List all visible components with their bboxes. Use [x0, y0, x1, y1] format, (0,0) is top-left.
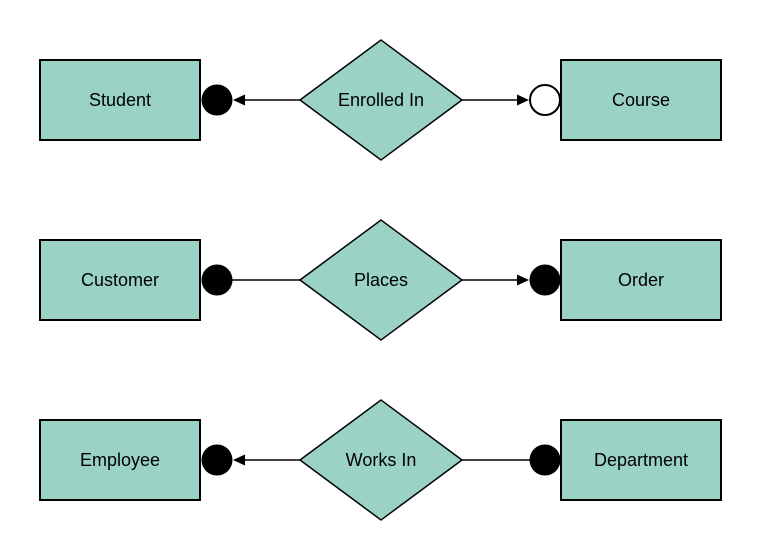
entity-box-employee[interactable]: [39, 419, 201, 501]
connector-left-enrolled-in[interactable]: [201, 84, 301, 116]
arrowhead-left-icon: [233, 454, 245, 466]
entity-label-student: Student: [89, 90, 151, 110]
entity-box-department[interactable]: [560, 419, 722, 501]
er-row-enrolled-in: Student Enrolled In Course: [39, 39, 722, 161]
entity-box-customer[interactable]: [39, 239, 201, 321]
entity-label-customer: Customer: [81, 270, 159, 290]
entity-label-department: Department: [594, 450, 688, 470]
relationship-label-places: Places: [354, 270, 408, 290]
connector-left-places[interactable]: [201, 264, 301, 296]
arrowhead-right-icon: [517, 94, 529, 106]
er-row-works-in: Employee Works In Department: [39, 399, 722, 521]
filled-circle-terminal-icon: [201, 84, 233, 116]
entity-label-course: Course: [612, 90, 670, 110]
connector-left-works-in[interactable]: [201, 444, 301, 476]
connector-right-works-in[interactable]: [462, 444, 561, 476]
entity-box-order[interactable]: [560, 239, 722, 321]
filled-circle-terminal-icon: [529, 264, 561, 296]
relationship-label-enrolled-in: Enrolled In: [338, 90, 424, 110]
arrowhead-right-icon: [517, 274, 529, 286]
er-row-places: Customer Places Order: [39, 219, 722, 341]
entity-box-course[interactable]: [560, 59, 722, 141]
entity-label-employee: Employee: [80, 450, 160, 470]
relationship-label-works-in: Works In: [346, 450, 417, 470]
connector-right-enrolled-in[interactable]: [462, 84, 561, 116]
arrowhead-left-icon: [233, 94, 245, 106]
filled-circle-terminal-icon: [529, 444, 561, 476]
entity-box-student[interactable]: [39, 59, 201, 141]
entity-label-order: Order: [618, 270, 664, 290]
open-circle-terminal-icon: [529, 84, 561, 116]
connector-right-places[interactable]: [462, 264, 561, 296]
filled-circle-terminal-icon: [201, 264, 233, 296]
filled-circle-terminal-icon: [201, 444, 233, 476]
